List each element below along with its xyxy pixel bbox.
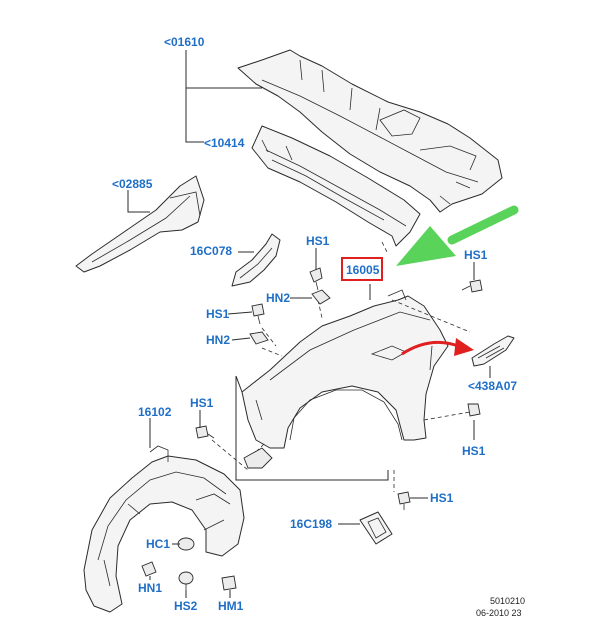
fastener-hm1 <box>221 575 237 591</box>
fender-trim-part <box>471 335 515 367</box>
cowl-panel-part <box>237 49 503 213</box>
label-cowl-grille: <10414 <box>204 136 245 150</box>
apron-reinforcement-part <box>75 175 205 273</box>
label-hs1-mid-left: HS1 <box>190 396 214 410</box>
fender-patch-part <box>359 511 393 545</box>
label-fender-patch: 16C198 <box>290 517 332 531</box>
label-fender: 16005 <box>346 263 380 277</box>
bracket-part <box>231 233 281 287</box>
label-hn2-left: HN2 <box>206 333 230 347</box>
red-arrow <box>401 338 474 356</box>
cowl-grille-part <box>251 125 421 247</box>
label-hn2-top: HN2 <box>266 291 290 305</box>
fastener-bracket-fender-lower <box>243 447 273 469</box>
label-hc1: HC1 <box>146 537 170 551</box>
label-hs1-bottom: HS1 <box>430 491 454 505</box>
label-hs1-right: HS1 <box>462 444 486 458</box>
green-arrow <box>396 205 519 266</box>
fastener-hs1-right <box>467 403 481 417</box>
label-fender-trim: <438A07 <box>468 379 517 393</box>
label-hs1-left: HS1 <box>206 307 230 321</box>
fastener-hs2 <box>178 571 194 590</box>
label-hm1: HM1 <box>218 599 244 613</box>
diagram-date-code: 06-2010 23 <box>476 608 522 618</box>
label-cowl-panel: <01610 <box>164 35 205 49</box>
label-hs2: HS2 <box>174 599 198 613</box>
splash-shield-part <box>83 445 245 613</box>
label-hs1-top-right: HS1 <box>464 248 488 262</box>
fastener-hn2-left <box>249 331 269 345</box>
fastener-hs1-mid-left <box>195 425 215 439</box>
label-apron-reinforcement: <02885 <box>112 177 153 191</box>
fastener-hn1 <box>141 561 157 577</box>
label-splash-shield: 16102 <box>138 405 172 419</box>
diagram-number: 5010210 <box>490 596 525 606</box>
label-bracket: 16C078 <box>190 244 232 258</box>
label-hn1: HN1 <box>138 581 162 595</box>
leader-lines <box>127 50 491 598</box>
fender-outline-lines <box>211 241 471 492</box>
fender-part <box>241 289 449 449</box>
label-hs1-top-center: HS1 <box>306 234 330 248</box>
fastener-hn2-top <box>311 289 331 305</box>
fender-highlight-box <box>341 257 383 281</box>
fastener-hs1-top-right <box>461 279 483 293</box>
fastener-hs1-top-center <box>309 267 323 291</box>
fastener-hs1-left <box>251 303 265 325</box>
fastener-hs1-bottom <box>397 491 411 510</box>
fastener-hc1 <box>177 537 195 551</box>
